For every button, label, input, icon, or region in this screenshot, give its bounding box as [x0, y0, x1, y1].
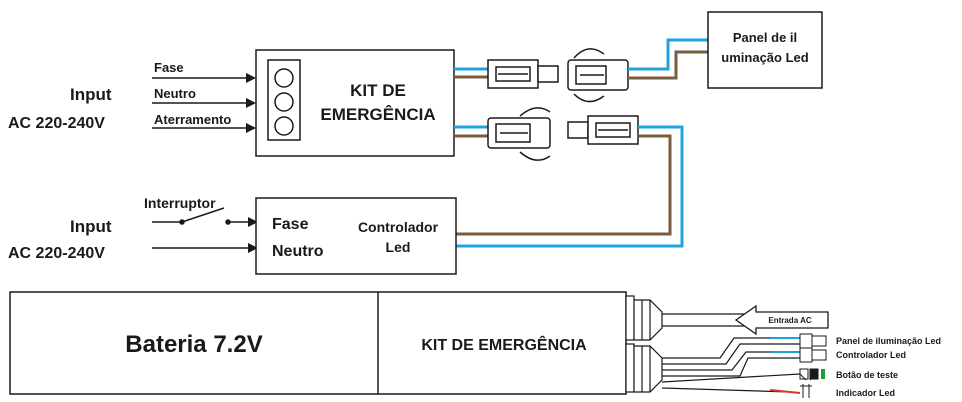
- top-input-voltage: AC 220-240V: [8, 115, 105, 132]
- mini-connector-panel: [799, 333, 827, 349]
- connector-male-lower: [567, 115, 639, 145]
- connector-male-upper: [487, 59, 559, 89]
- top-kit-title-line2: EMERGÊNCIA: [320, 105, 435, 124]
- top-kit-title-line1: KIT DE: [350, 81, 406, 100]
- kit-output-wires-upper: [454, 67, 488, 138]
- out-controller-label: Controlador Led: [836, 350, 906, 360]
- entrada-ac-label: Entrada AC: [768, 316, 811, 325]
- switch-label: Interruptor: [144, 195, 216, 211]
- out-panel-label: Panel de iluminação Led: [836, 336, 941, 346]
- cable-gland-lower: [625, 343, 663, 393]
- connector-female-upper: [567, 48, 629, 103]
- out-test-button-label: Botão de teste: [836, 370, 898, 380]
- controller-box: [255, 197, 457, 275]
- controller-title-line1: Controlador: [358, 219, 439, 235]
- entrada-ac-arrow: [734, 304, 829, 336]
- led-panel-box: [707, 11, 823, 89]
- controller-neutro-label: Neutro: [272, 243, 324, 260]
- switch-symbol: [152, 207, 258, 253]
- battery-kit-enclosure: [9, 291, 627, 395]
- ac-input-cable: [662, 313, 748, 327]
- terminal-screw: [274, 92, 294, 112]
- output-wire-colors: [769, 337, 801, 394]
- output-wires: [661, 337, 801, 393]
- cable-gland-upper: [625, 295, 663, 341]
- bottom-kit-label: KIT DE EMERGÊNCIA: [421, 335, 587, 354]
- panel-wires: [628, 38, 708, 80]
- mini-connector-controller: [799, 347, 827, 363]
- top-input-label: Input: [70, 85, 112, 104]
- mid-input-voltage: AC 220-240V: [8, 245, 105, 262]
- led-panel-label-line2: uminação Led: [721, 50, 808, 65]
- mid-input-label: Input: [70, 217, 112, 236]
- out-indicator-label: Indicador Led: [836, 388, 895, 398]
- terminal-block: [267, 59, 301, 141]
- wire-neutro-label: Neutro: [154, 86, 196, 101]
- controller-fase-label: Fase: [272, 216, 309, 233]
- wire-aterramento-label: Aterramento: [154, 112, 231, 127]
- terminal-screw: [274, 116, 294, 136]
- connector-female-lower: [487, 107, 551, 161]
- indicator-led-symbol: [799, 373, 817, 398]
- battery-label: Bateria 7.2V: [125, 331, 262, 358]
- controller-link-wires: [456, 125, 684, 248]
- controller-title-line2: Led: [386, 239, 411, 255]
- led-panel-label-line1: Panel de il: [733, 30, 797, 45]
- top-input-wires: [152, 73, 256, 133]
- terminal-screw: [274, 68, 294, 88]
- wire-fase-label: Fase: [154, 60, 184, 75]
